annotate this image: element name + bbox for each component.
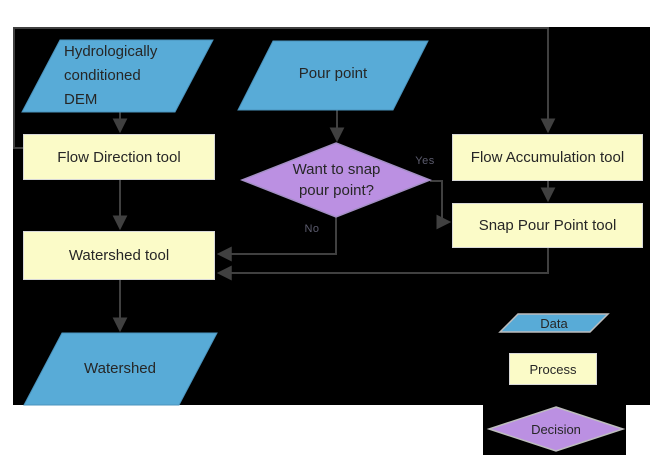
legend-decision-diamond bbox=[486, 406, 626, 452]
flow-direction-tool-box: Flow Direction tool bbox=[23, 134, 215, 180]
snap-pour-point-tool-box: Snap Pour Point tool bbox=[452, 203, 643, 248]
edge-decision-yes-to-snappourpoint bbox=[430, 180, 452, 230]
watershed-tool-box: Watershed tool bbox=[23, 231, 215, 280]
connector-group bbox=[13, 27, 556, 333]
pour-point-parallelogram bbox=[237, 40, 429, 111]
watershed-tool-label: Watershed tool bbox=[68, 247, 170, 264]
edge-snappourpoint-to-watershedtool bbox=[216, 248, 549, 281]
yes-edge-label: Yes bbox=[415, 155, 435, 167]
watershed-label: Watershed bbox=[84, 359, 156, 377]
legend-decision-label: Decision bbox=[531, 421, 581, 437]
flow-direction-tool-label: Flow Direction tool bbox=[57, 148, 181, 166]
legend-data-parallelogram bbox=[498, 313, 610, 333]
dem-parallelogram bbox=[21, 39, 214, 113]
legend-data-label: Data bbox=[540, 315, 568, 331]
legend-process-box: Process bbox=[509, 353, 597, 385]
legend-process-label: Process bbox=[529, 361, 577, 377]
snap-decision-label: Want to snap pour point? bbox=[292, 161, 381, 199]
snap-pour-point-tool-label: Snap Pour Point tool bbox=[478, 217, 617, 234]
watershed-parallelogram bbox=[23, 332, 218, 406]
edge-decision-no-to-watershedtool bbox=[216, 217, 337, 262]
pour-point-label: Pour point bbox=[298, 64, 368, 82]
dem-label: Hydrologically conditioned DEM bbox=[64, 43, 158, 108]
flow-accumulation-tool-label: Flow Accumulation tool bbox=[470, 149, 625, 166]
no-edge-label: No bbox=[304, 223, 320, 235]
snap-decision-diamond bbox=[239, 142, 433, 218]
edge-flowdirection-to-flowaccumulation bbox=[13, 27, 556, 149]
flow-accumulation-tool-box: Flow Accumulation tool bbox=[452, 134, 643, 181]
